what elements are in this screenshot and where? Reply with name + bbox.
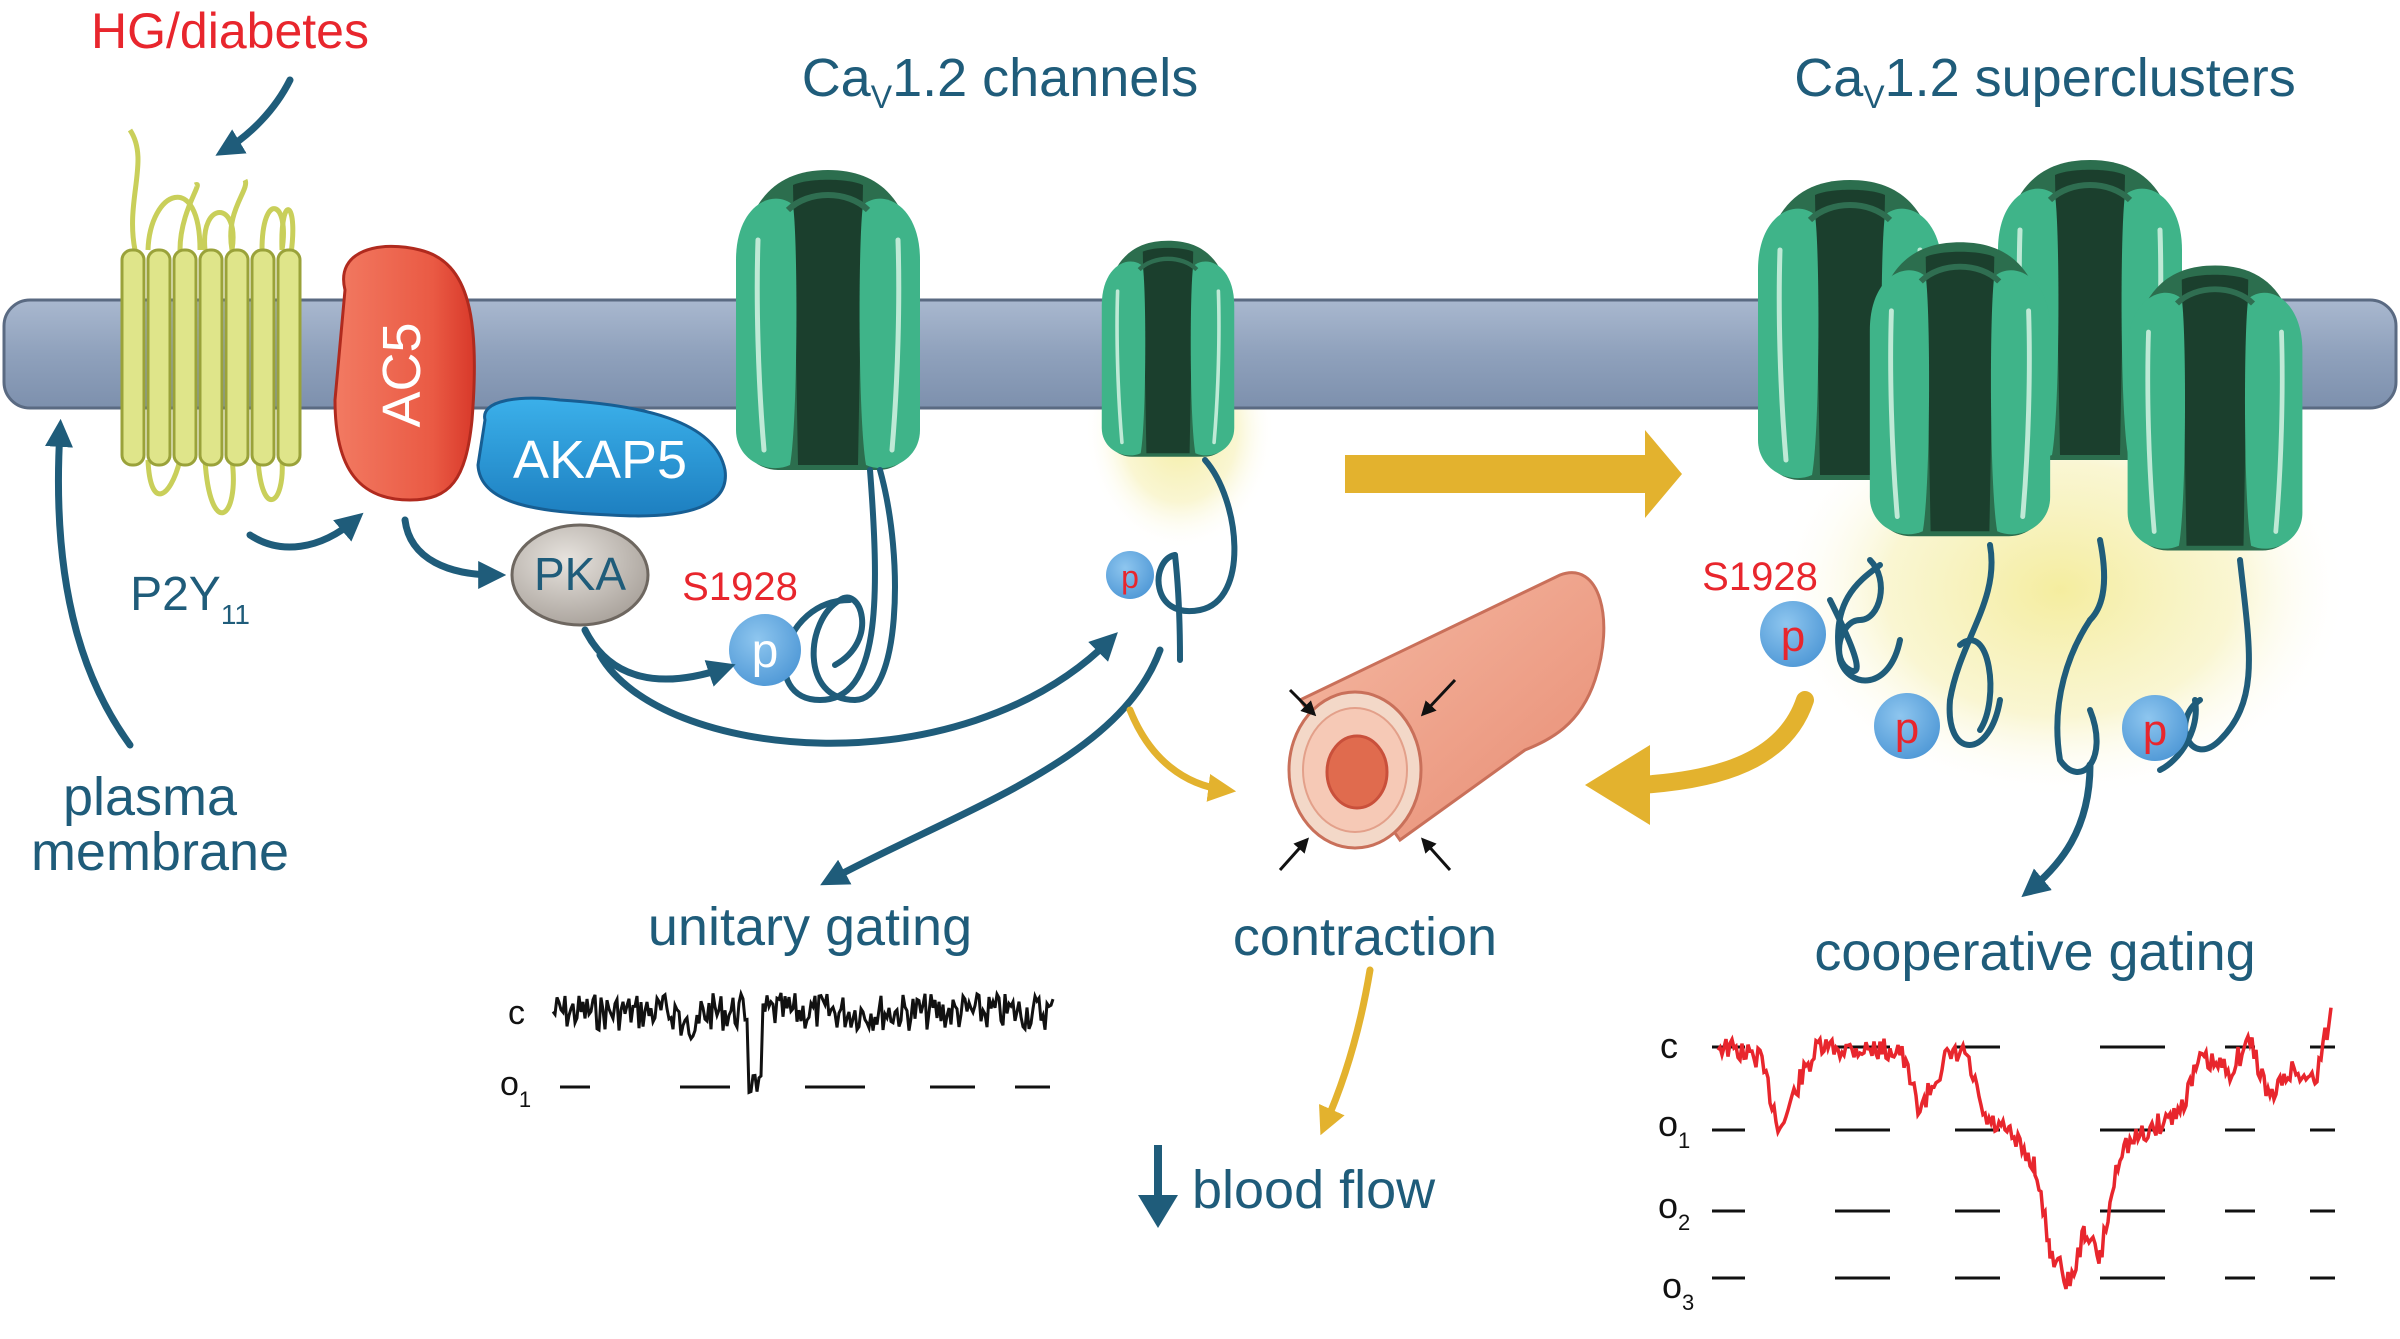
plasma-membrane-label-line1: plasma	[63, 767, 238, 827]
channel-to-contraction-arrow	[1126, 706, 1237, 802]
cav-channels-label: CaV1.2 channels	[802, 48, 1199, 115]
unitary-trace-panel: c o1	[500, 988, 1055, 1112]
unitary-gating-label: unitary gating	[648, 897, 972, 957]
cluster-to-contraction-arrow	[1631, 691, 1814, 794]
to-unitary-arrow	[820, 646, 1164, 886]
phospho-site-middle	[1106, 551, 1154, 599]
phospho-site-cluster-3	[2122, 695, 2188, 761]
akap5-protein: AKAP5	[476, 396, 727, 518]
p2y11-receptor	[120, 128, 302, 515]
supercluster-tail-2	[1946, 542, 2003, 748]
plasma-membrane-label-line2: membrane	[31, 822, 289, 882]
phospho-site-left	[729, 614, 801, 686]
ac5-label: AC5	[372, 322, 432, 427]
phospho-middle-label: p	[1121, 559, 1139, 595]
unitary-level-o1: o1	[500, 1065, 531, 1112]
ac5-to-pka-arrow	[401, 516, 507, 589]
cav12-channel-middle	[1102, 241, 1234, 457]
cluster-to-contraction-arrowhead	[1585, 745, 1650, 825]
phospho-cluster-2-label: p	[1895, 704, 1919, 753]
unitary-trace-line	[551, 988, 1055, 1095]
pka-label: PKA	[534, 548, 626, 600]
phospho-left-label: p	[752, 625, 779, 678]
supercluster-channel-front-left	[1870, 242, 2050, 536]
hg-arrow	[215, 76, 294, 156]
contraction-label: contraction	[1233, 907, 1497, 967]
p2y11-label: P2Y11	[130, 568, 250, 630]
hg-diabetes-label: HG/diabetes	[91, 3, 369, 59]
phospho-cluster-3-label: p	[2143, 706, 2167, 755]
contraction-to-bloodflow-arrow	[1319, 966, 1374, 1136]
cav12-channel-left	[736, 170, 920, 470]
phospho-cluster-1-label: p	[1781, 612, 1805, 661]
p2y-to-ac5-arrow	[246, 512, 364, 551]
cooperative-trace-line	[1716, 1007, 2333, 1290]
coop-level-c: c	[1660, 1025, 1678, 1066]
blood-flow-label: blood flow	[1192, 1160, 1436, 1220]
pka-protein: PKA	[510, 523, 650, 627]
s1928-left-label: S1928	[682, 565, 798, 609]
blood-vessel-icon	[1278, 571, 1606, 871]
phospho-site-cluster-1	[1760, 601, 1826, 667]
coop-level-o2: o2	[1658, 1185, 1690, 1235]
pka-to-phospho-arrow	[581, 626, 736, 687]
phospho-site-cluster-2	[1874, 693, 1940, 759]
pka-to-channel-arrow	[596, 632, 1118, 747]
supercluster-tail-3	[2087, 537, 2108, 623]
to-cooperative-arrow	[2021, 761, 2094, 898]
coop-level-o1: o1	[1658, 1103, 1690, 1153]
channel-middle-tail	[1155, 457, 1238, 615]
ac5-enzyme: AC5	[333, 244, 476, 502]
arrow-down-icon	[1138, 1145, 1178, 1228]
cav-superclusters-label: CaV1.2 superclusters	[1794, 48, 2296, 115]
channel-left-tail	[810, 467, 898, 704]
akap5-label: AKAP5	[513, 430, 687, 490]
cooperative-gating-label: cooperative gating	[1814, 922, 2255, 982]
unitary-level-c: c	[508, 994, 525, 1032]
s1928-right-label: S1928	[1702, 555, 1818, 599]
supercluster-channel-front-right	[2128, 266, 2303, 551]
membrane-label-arrow	[45, 418, 134, 749]
transition-arrow	[1345, 430, 1682, 518]
coop-level-o3: o3	[1662, 1265, 1694, 1315]
cooperative-trace-panel: c o1 o2 o3	[1658, 1007, 2335, 1315]
